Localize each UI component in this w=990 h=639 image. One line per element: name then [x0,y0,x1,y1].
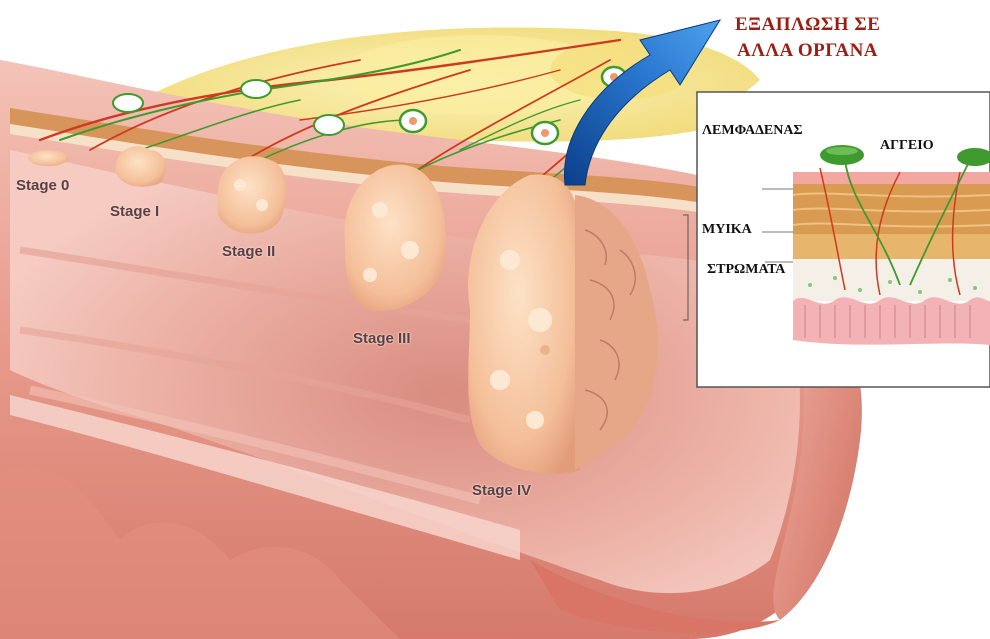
lymph-node-label: ΛΕΜΦΑΔΕΝΑΣ [702,123,803,139]
stage-2-label: Stage II [222,243,275,260]
stage-3-label: Stage III [353,330,411,347]
vessel-label: ΑΓΓΕΙΟ [880,138,934,154]
layers-label: ΣΤΡΩΜΑΤΑ [707,262,785,278]
muscle-label: ΜΥΙΚΑ [702,222,752,238]
tumor-stage-0 [28,150,68,166]
stage-0-label: Stage 0 [16,177,69,194]
stage-4-label: Stage IV [472,482,531,499]
spread-label-line-2: ΑΛΛΑ ΟΡΓΑΝΑ [737,40,878,62]
spread-label-line-1: ΕΞΑΠΛΩΣΗ ΣΕ [735,14,880,36]
stage-1-label: Stage I [110,203,159,220]
tumor-stage-2 [218,156,287,233]
